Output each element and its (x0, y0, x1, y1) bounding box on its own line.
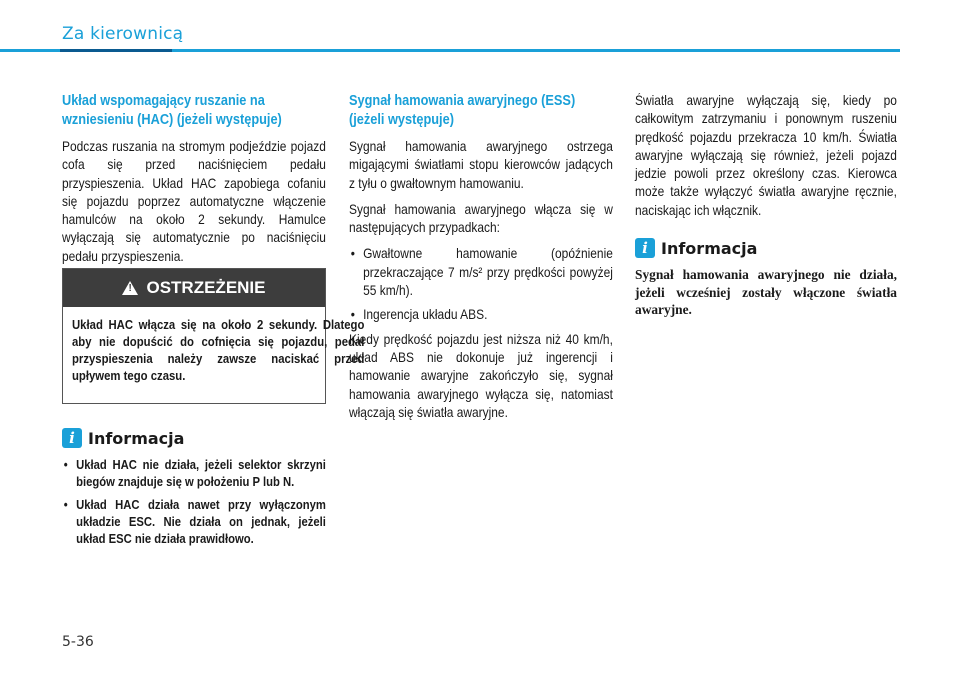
hac-paragraph: Podczas ruszania na stromym podjeździe p… (62, 139, 326, 264)
info-block-hac: i Informacja Układ HAC nie działa, jeżel… (62, 428, 326, 553)
warning-title: OSTRZEŻENIE (146, 278, 266, 297)
info-header: i Informacja (635, 238, 897, 259)
warning-triangle-icon: ! (122, 281, 139, 295)
warning-header: ! OSTRZEŻENIE (63, 269, 325, 307)
ess-list: Gwałtowne hamowanie (opóźnienie przekrac… (349, 245, 613, 324)
info-text: Sygnał hamowania awaryjnego nie działa, … (635, 267, 897, 318)
warning-box: ! OSTRZEŻENIE Układ HAC włącza się na ok… (62, 268, 364, 404)
hac-heading: Układ wspomagający ruszanie na wzniesien… (62, 93, 282, 128)
header-divider-accent (60, 49, 172, 52)
info-title: Informacja (661, 238, 758, 258)
list-item: Ingerencja układu ABS. (349, 306, 613, 325)
hazard-paragraph: Światła awaryjne wyłączają się, kiedy po… (635, 93, 897, 218)
list-item: Układ HAC działa nawet przy wyłączonym u… (62, 496, 326, 547)
info-icon: i (62, 428, 82, 448)
list-item: Gwałtowne hamowanie (opóźnienie przekrac… (349, 245, 613, 300)
ess-heading: Sygnał hamowania awaryjnego (ESS) (jeżel… (349, 93, 576, 128)
ess-paragraph-2: Sygnał hamowania awaryjnego włącza się w… (349, 201, 613, 236)
list-item: Układ HAC nie działa, jeżeli selektor sk… (62, 456, 326, 490)
info-header: i Informacja (62, 428, 326, 448)
column-3: Światła awaryjne wyłączają się, kiedy po… (635, 92, 897, 319)
ess-paragraph-3: Kiedy prędkość pojazdu jest niższa niż 4… (349, 331, 613, 420)
info-title: Informacja (88, 428, 185, 448)
info-list: Układ HAC nie działa, jeżeli selektor sk… (62, 456, 326, 547)
page-number: 5-36 (62, 634, 94, 650)
info-icon: i (635, 238, 655, 259)
section-title: Za kierownicą (62, 24, 184, 44)
header-divider (0, 49, 900, 52)
column-2: Sygnał hamowania awaryjnego (ESS) (jeżel… (349, 92, 613, 430)
column-1: Układ wspomagający ruszanie na wzniesien… (62, 92, 326, 274)
ess-paragraph-1: Sygnał hamowania awaryjnego ostrzega mig… (349, 139, 613, 191)
warning-text: Układ HAC włącza się na około 2 sekundy.… (72, 318, 365, 383)
